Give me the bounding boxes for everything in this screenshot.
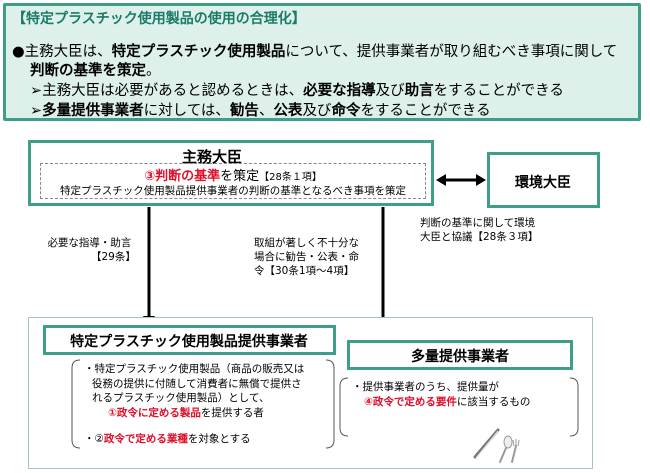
item-number: ④ — [364, 395, 373, 408]
text: 、 — [258, 103, 274, 119]
summary-line-1b: 判断の基準を策定。 — [30, 59, 161, 80]
item-number: ① — [108, 406, 117, 419]
note-guidance: 必要な指導・助言 【29条】 — [43, 236, 136, 264]
text-bold: 助言 — [404, 83, 434, 99]
text: ➢ — [30, 103, 43, 119]
criteria-description: 特定プラスチック使用製品提供事業者の判断の基準となるべき事項を策定 — [60, 185, 406, 197]
arrowhead-consultation-right — [476, 174, 486, 186]
bullet-line: 役務の提供に付随して消費者に無償で提供さ — [92, 377, 302, 390]
summary-title: 【特定プラスチック使用製品の使用の合理化】 — [12, 11, 306, 27]
criteria-highlight: 判断の基準 — [155, 169, 221, 184]
summary-line-1: ●主務大臣は、特定プラスチック使用製品について、提供事業者が取り組むべき事項に関… — [12, 40, 617, 61]
bracket-right-close — [569, 377, 579, 437]
text: ・② — [84, 433, 104, 445]
large-provider-box — [347, 340, 573, 370]
note-line: 判断の基準に関して環境 — [420, 217, 536, 229]
large-provider-bullets: ・提供事業者のうち、提供量が ④政令で定める要件に該当するもの — [352, 380, 530, 409]
article-ref: 【28条１項】 — [259, 172, 322, 183]
highlight: 政令で定める要件 — [372, 395, 457, 408]
criteria-number: ③ — [144, 169, 156, 184]
text: に該当するもの — [456, 395, 531, 408]
text-bold: 多量提供事業者 — [42, 103, 144, 119]
env-minister-label: 環境大臣 — [515, 175, 571, 191]
note-line: 【29条】 — [91, 251, 136, 263]
summary-line-3: ➢多量提供事業者に対しては、勧告、公表及び命令をすることができる — [30, 99, 491, 120]
text: を対象とする — [187, 433, 251, 445]
bullet-line: ①政令に定める製品を提供する者 — [84, 406, 304, 421]
note-line: 令【30条1項～4項】 — [254, 265, 355, 277]
text-bold: 判断の基準を策定 — [30, 63, 146, 79]
text-bold: 特定プラスチック使用製品 — [111, 44, 286, 60]
env-minister-box — [487, 152, 600, 208]
highlight: 政令に定める製品 — [116, 406, 201, 419]
text: を提供する者 — [200, 406, 264, 419]
bracket-left-open — [71, 359, 81, 449]
bullet-line: ・②政令で定める業種を対象とする — [84, 432, 304, 447]
minister-title: 主務大臣 — [181, 148, 243, 166]
note-line: 大臣と協議【28条３項】 — [420, 231, 539, 243]
criteria-box — [40, 163, 426, 199]
summary-line-2: ➢主務大臣は必要があると認めるときは、必要な指導及び助言をすることができる — [30, 79, 564, 100]
text: に対しては、 — [143, 103, 230, 119]
criteria-line: ③判断の基準を策定【28条１項】 — [144, 165, 322, 184]
bullet-line: れるプラスチック使用製品）として、 — [92, 392, 270, 404]
text: 。 — [146, 63, 161, 79]
text: ➢主務大臣は必要があると認めるときは、 — [30, 83, 304, 99]
provider-box — [43, 325, 336, 355]
bullet-line: ・特定プラスチック使用製品（商品の販売又は — [84, 363, 305, 375]
text: をすることができる — [433, 83, 564, 99]
text: をすることができる — [360, 103, 491, 119]
text: 及び — [302, 103, 332, 119]
bullet-line: ・提供事業者のうち、提供量が — [352, 381, 499, 393]
bracket-left-close — [325, 359, 335, 449]
text: ●主務大臣は、 — [12, 44, 112, 60]
cutlery-icon — [473, 428, 520, 463]
provider-title: 特定プラスチック使用製品提供事業者 — [70, 334, 308, 350]
text-bold: 命令 — [331, 103, 361, 119]
arrowhead-consultation-left — [436, 174, 446, 186]
minister-box — [28, 140, 434, 206]
text: について、提供事業者が取り組むべき事項に関して — [285, 44, 618, 60]
large-provider-title: 多量提供事業者 — [411, 349, 509, 365]
note-line: 必要な指導・助言 — [47, 237, 132, 249]
text: 及び — [375, 83, 405, 99]
text: を策定 — [220, 169, 260, 184]
summary-panel — [3, 3, 641, 121]
note-recommendation: 取組が著しく不十分な 場合に勧告・公表・命 令【30条1項～4項】 — [254, 236, 359, 278]
note-line: 場合に勧告・公表・命 — [254, 251, 359, 263]
text-bold: 勧告 — [229, 103, 259, 119]
note-line: 取組が著しく不十分な — [254, 237, 359, 249]
bracket-right-open — [339, 377, 349, 437]
provider-bullets: ・特定プラスチック使用製品（商品の販売又は 役務の提供に付随して消費者に無償で提… — [84, 362, 304, 447]
highlight: 政令で定める業種 — [103, 433, 188, 445]
text-bold: 必要な指導 — [303, 83, 376, 99]
text-bold: 公表 — [273, 103, 303, 119]
bullet-line: ④政令で定める要件に該当するもの — [352, 395, 530, 410]
note-consultation: 判断の基準に関して環境 大臣と協議【28条３項】 — [420, 216, 538, 244]
